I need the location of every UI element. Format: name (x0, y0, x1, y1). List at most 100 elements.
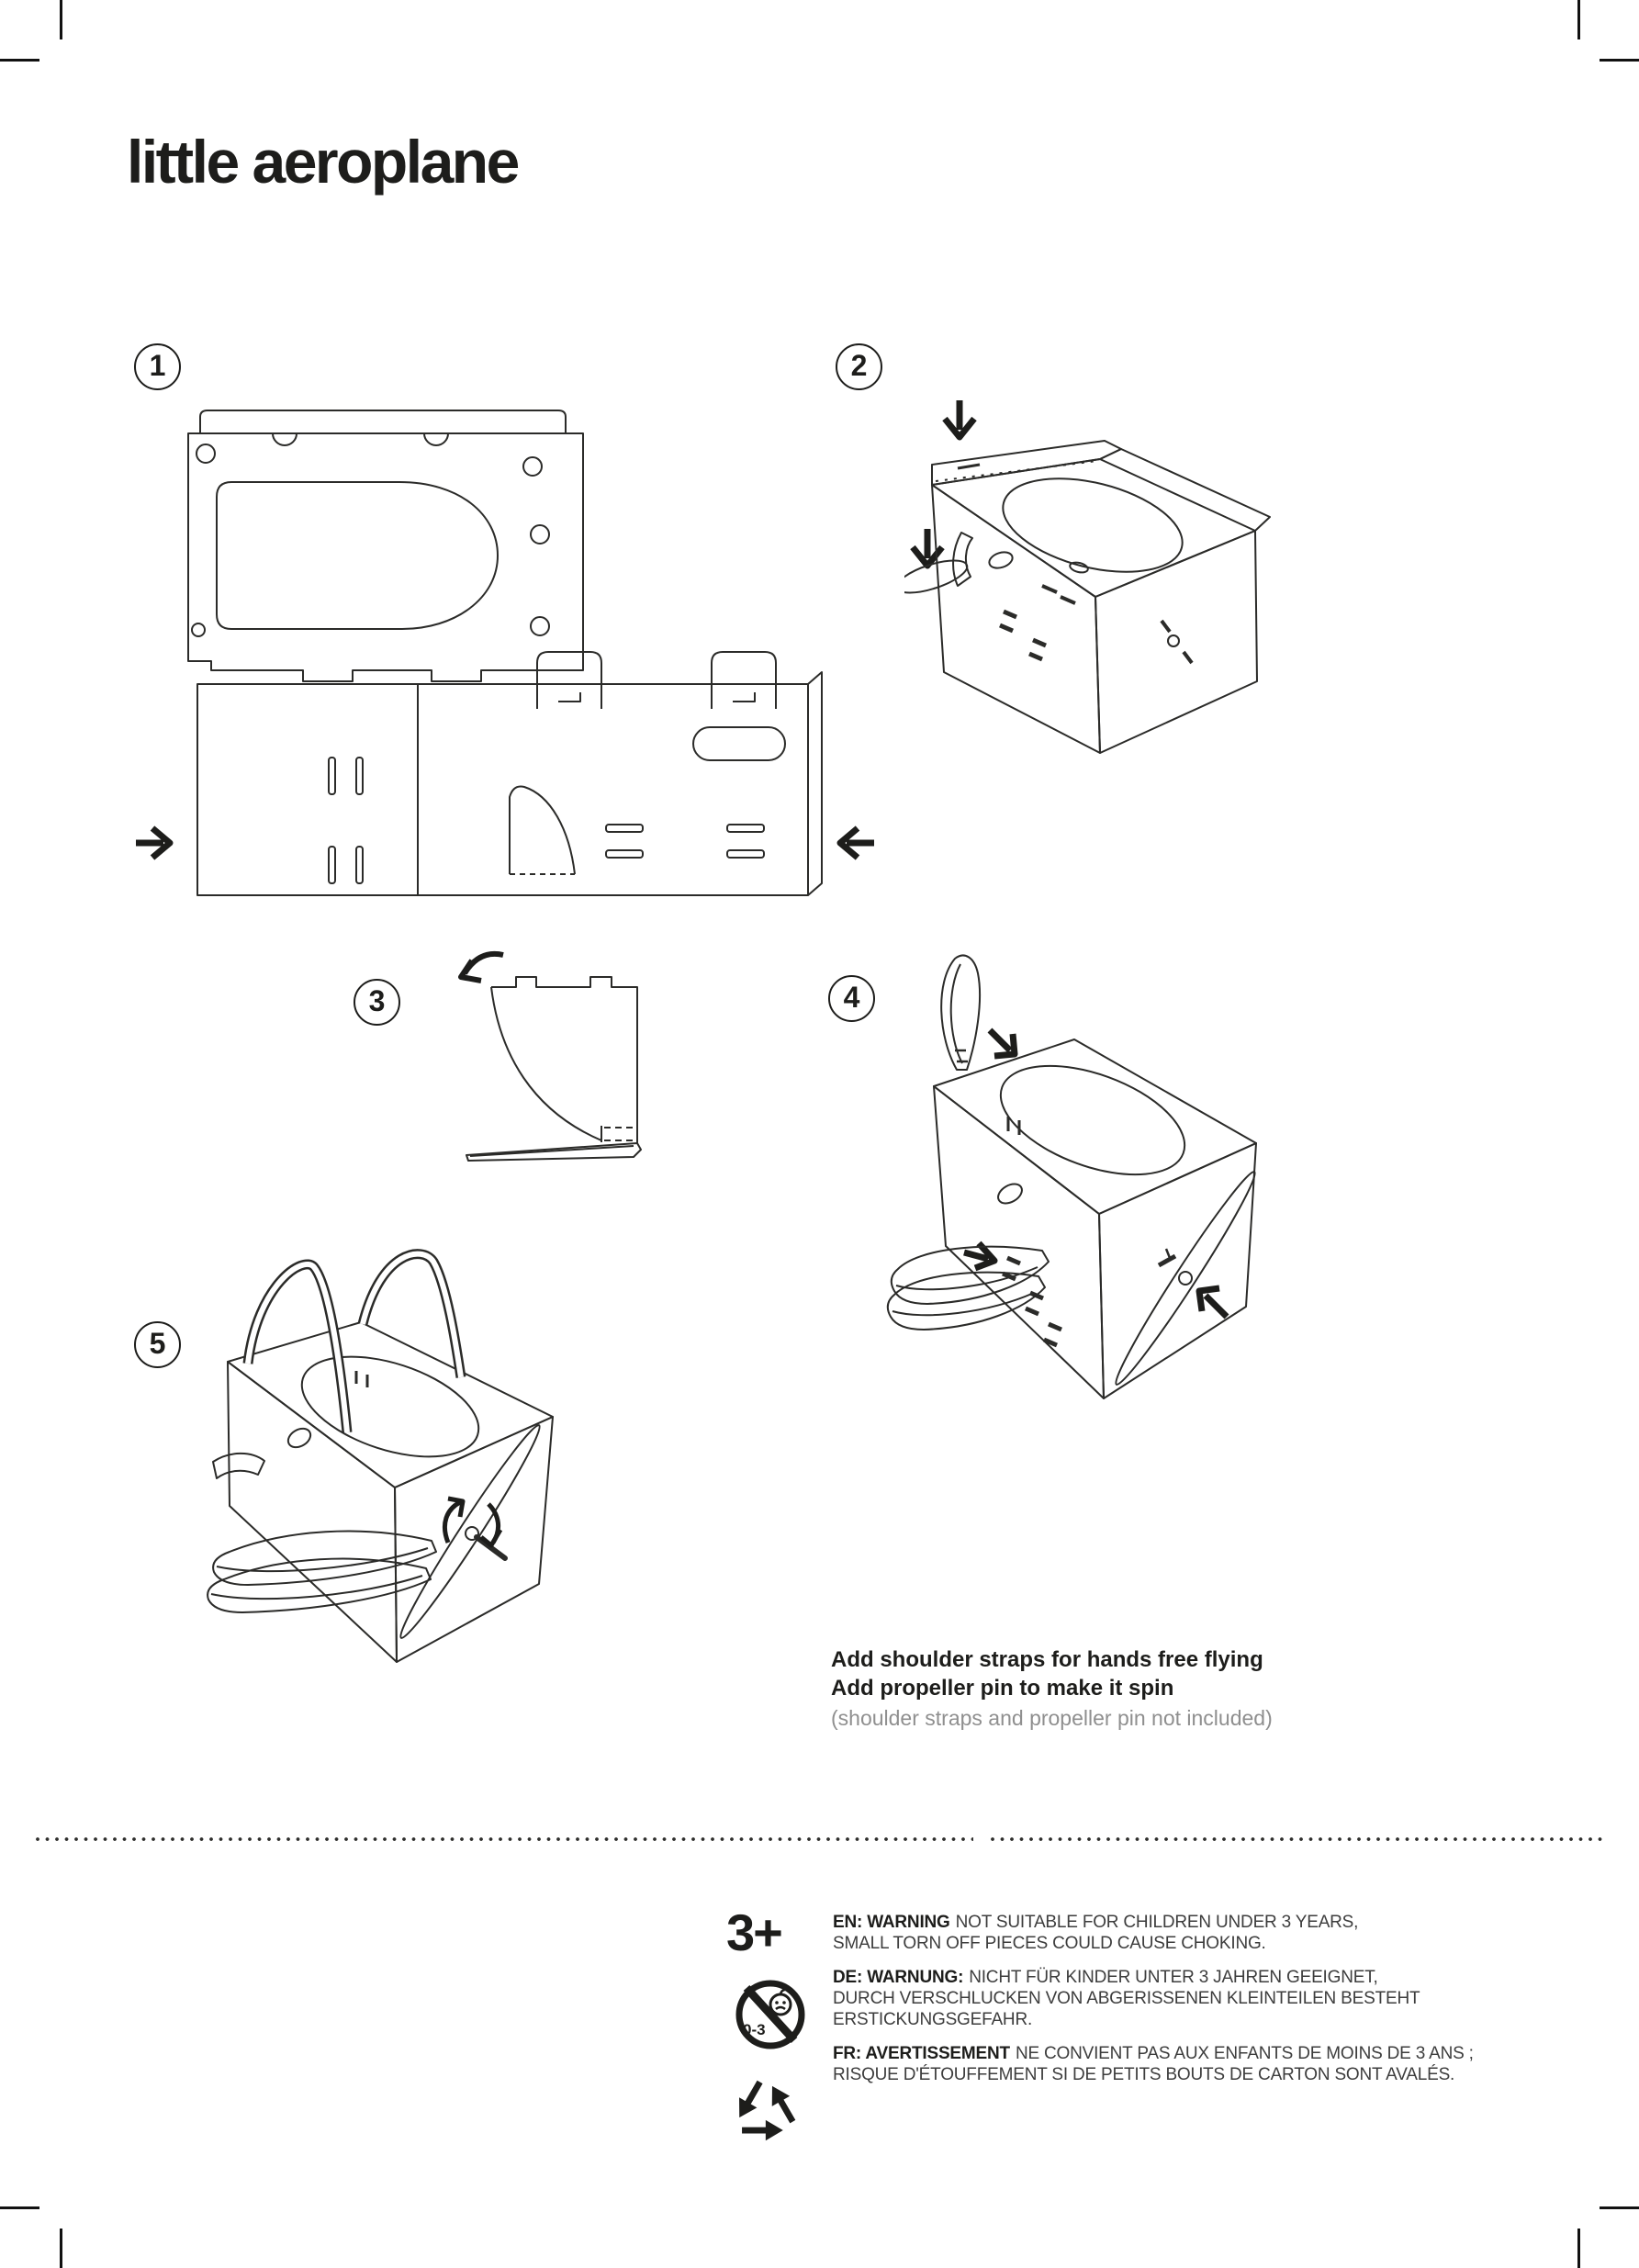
warning-en: EN: WARNING NOT SUITABLE FOR CHILDREN UND… (833, 1912, 1474, 1954)
flap-slot (958, 465, 980, 468)
propeller-pin (477, 1537, 505, 1558)
back-flap (932, 441, 1121, 485)
step-1-badge: 1 (134, 343, 181, 390)
rotate-arrow-icon (481, 1504, 500, 1545)
recycle-arrow (739, 2080, 763, 2118)
warning-line: SMALL TORN OFF PIECES COULD CAUSE CHOKIN… (833, 1934, 1266, 1953)
arrow-up-left-icon (1199, 1288, 1227, 1317)
tab-flap-notch (733, 692, 755, 702)
wing-piece (213, 1532, 436, 1585)
tab-notch (424, 433, 448, 445)
slot (727, 825, 764, 832)
handle-slot (693, 727, 785, 760)
arrow-down-icon (945, 400, 974, 437)
step-4-number: 4 (843, 981, 860, 1014)
warnings-section: EN: WARNING NOT SUITABLE FOR CHILDREN UND… (833, 1912, 1474, 2098)
tab-flap-notch (558, 692, 580, 702)
fin-leading-curve (491, 987, 601, 1140)
warning-en-prefix: EN: WARNING (833, 1913, 950, 1932)
top-panel-lip (200, 410, 566, 433)
nose-fin (953, 533, 972, 586)
warning-de-text: NICHT FÜR KINDER UNTER 3 JAHREN GEEIGNET… (969, 1968, 1378, 1987)
hole (531, 525, 549, 544)
slot (356, 758, 363, 794)
wing-slots (1000, 612, 1046, 659)
panel-depth-edge (808, 672, 822, 895)
cockpit-opening (289, 1337, 490, 1476)
crop-mark (0, 2206, 39, 2209)
step-2-badge: 2 (836, 343, 882, 390)
no-children-under-3-icon: 0-3 (735, 1980, 805, 2049)
wing-piece (892, 1247, 1049, 1304)
recycling-icon (739, 2080, 796, 2141)
recycle-arrow (742, 2119, 783, 2141)
box-left-face (932, 485, 1100, 753)
warning-fr-text: NE CONVIENT PAS AUX ENFANTS DE MOINS DE … (1015, 2044, 1474, 2063)
step-1-number: 1 (149, 349, 166, 382)
wing-inner-line (892, 1293, 1034, 1315)
dotted-separator (990, 1836, 1603, 1842)
step-3-number: 3 (368, 984, 386, 1017)
warning-fr-prefix: FR: AVERTISSEMENT (833, 2044, 1010, 2063)
step-3-tail-fin-drawing (395, 946, 652, 1175)
hole (196, 444, 215, 463)
fin-top-edge (491, 977, 637, 1143)
propeller-hub (466, 1527, 478, 1540)
propeller-hole (1168, 635, 1179, 646)
side-flap (1100, 449, 1270, 531)
tail-fin-piece (941, 956, 980, 1070)
slot (329, 758, 335, 794)
box-right-face (1099, 1143, 1256, 1398)
step-5-finished-aeroplane-drawing (202, 1249, 771, 1763)
cockpit-opening (986, 1044, 1199, 1196)
fin-base-plate (466, 1143, 641, 1161)
box-top-face (934, 1039, 1256, 1214)
box-left-face (228, 1362, 397, 1662)
note-straps: Add shoulder straps for hands free flyin… (831, 1647, 1263, 1672)
prohibition-slash (743, 1984, 798, 2044)
tail-fin-inner-line (951, 964, 962, 1063)
shoulder-strap (363, 1254, 461, 1377)
slot (606, 825, 643, 832)
box-right-face (395, 1417, 553, 1662)
strap-slots (1008, 1117, 1019, 1135)
tab-flap (537, 652, 601, 709)
tab-flap (712, 652, 776, 709)
crop-mark (1577, 2229, 1580, 2268)
warning-line: FR: AVERTISSEMENT NE CONVIENT PAS AUX ENF… (833, 2043, 1474, 2064)
prohibition-circle (735, 1980, 805, 2049)
window-hole (285, 1425, 314, 1452)
rotate-arrow-icon (444, 1499, 463, 1543)
age-3plus-badge: 3+ (726, 1903, 783, 1961)
crop-mark (0, 59, 39, 62)
pin-tick (1166, 1249, 1170, 1258)
step-3-badge: 3 (354, 979, 400, 1026)
assembly-notes: Add shoulder straps for hands free flyin… (831, 1645, 1273, 1732)
step-2-number: 2 (850, 349, 868, 382)
step-4-assembly-drawing (817, 946, 1451, 1446)
right-panel-outline (418, 684, 808, 895)
note-propeller: Add propeller pin to make it spin (831, 1676, 1174, 1701)
hole (192, 623, 205, 636)
fin-base-inner-line (470, 1146, 634, 1156)
shoulder-strap (248, 1264, 347, 1432)
wing-piece (888, 1273, 1045, 1330)
page-title: little aeroplane (127, 128, 520, 196)
crop-mark (1600, 59, 1639, 62)
propeller-hub (1179, 1272, 1192, 1285)
slot (606, 850, 643, 858)
step-1-flat-panels-drawing (129, 395, 881, 909)
box-top-face (932, 459, 1255, 597)
slot (329, 847, 335, 883)
warning-de: DE: WARNUNG: NICHT FÜR KINDER UNTER 3 JAH… (833, 1967, 1474, 2030)
baby-mouth (775, 2005, 786, 2011)
warning-en-text: NOT SUITABLE FOR CHILDREN UNDER 3 YEARS, (955, 1913, 1359, 1932)
warning-de-prefix: DE: WARNUNG: (833, 1968, 964, 1987)
slot (356, 847, 363, 883)
cockpit-opening (994, 462, 1192, 589)
dotted-separator (35, 1836, 973, 1842)
edge-slots (1042, 586, 1075, 603)
propeller-slots (1162, 621, 1192, 663)
baby-eye (782, 2001, 786, 2004)
